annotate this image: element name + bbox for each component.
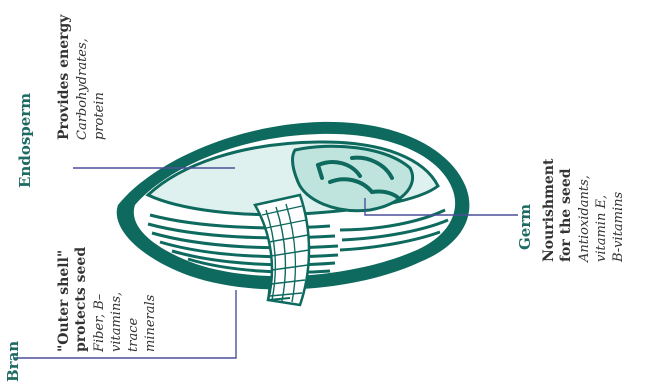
germ-bold-1: Nourishment: [541, 158, 557, 262]
germ-title: Germ: [516, 204, 534, 250]
endosperm-desc-group: Provides energy Carbohydrates, protein: [56, 14, 107, 140]
bran-bold-2: protects seed: [73, 247, 89, 352]
bran-title: Bran: [4, 341, 22, 382]
germ-title-group: Germ: [516, 204, 534, 250]
bran-title-group: Bran: [4, 341, 22, 382]
bran-italic-3: trace: [126, 318, 141, 352]
germ-italic-2: vitamin E,: [594, 195, 609, 262]
bran-italic-2: vitamins,: [109, 292, 124, 352]
germ-italic-3: B-vitamins: [611, 191, 626, 263]
endosperm-label-group: Endosperm: [16, 93, 34, 188]
bran-bold-1: "Outer shell": [56, 250, 72, 352]
endosperm-bold: Provides energy: [56, 14, 72, 140]
endosperm-italic-2: protein: [92, 92, 107, 140]
endosperm-title: Endosperm: [16, 93, 34, 188]
germ-bold-2: for the seed: [558, 168, 574, 262]
germ-desc-group: Nourishment for the seed Antioxidants, v…: [541, 158, 626, 263]
germ-italic-1: Antioxidants,: [577, 175, 592, 263]
bran-italic-1: Fiber, B–: [92, 293, 107, 353]
kernel-illustration: [117, 122, 470, 305]
bran-leader: [14, 290, 236, 358]
bran-desc-group: "Outer shell" protects seed Fiber, B– vi…: [56, 247, 158, 353]
endosperm-italic-1: Carbohydrates,: [75, 38, 90, 140]
bran-italic-4: minerals: [143, 294, 158, 352]
